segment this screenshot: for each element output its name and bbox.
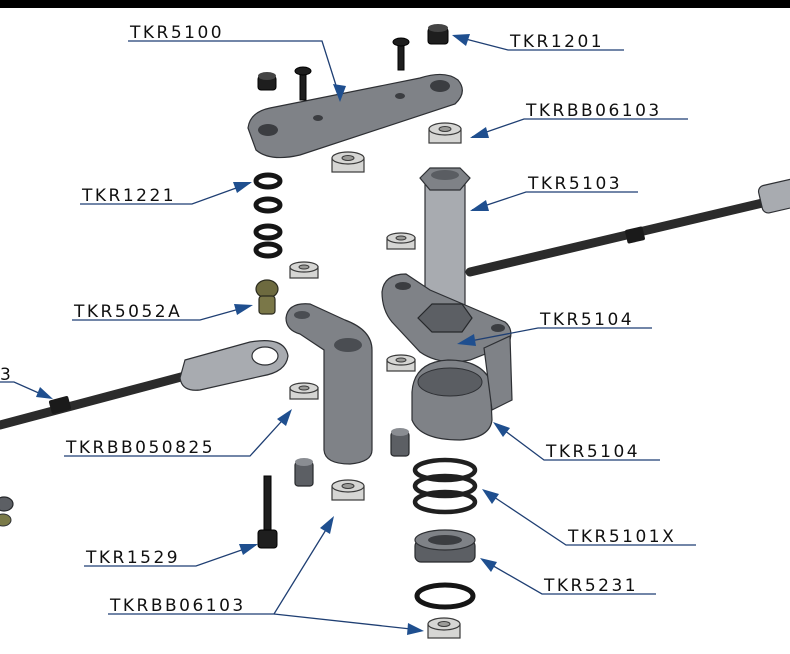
tkr5052a-ball-stud <box>255 279 279 315</box>
left-turnbuckle-rod <box>0 340 289 430</box>
label-left-edge: 3 <box>0 365 13 385</box>
tkr5231-adjuster-nut <box>414 529 476 610</box>
tkr1221-shims <box>253 172 283 259</box>
tkr1529-screw <box>257 475 278 549</box>
label-tkr5100: TKR5100 <box>129 23 224 43</box>
right-turnbuckle-rod <box>465 178 790 277</box>
leader-lines <box>0 34 696 635</box>
label-tkr5104-lower: TKR5104 <box>545 442 640 462</box>
parts-illustration <box>0 24 790 639</box>
top-border-bar <box>0 0 790 8</box>
label-tkr5231: TKR5231 <box>543 576 638 596</box>
part-labels: TKR5100 TKR1201 TKRBB06103 TKR1221 TKR51… <box>0 23 676 616</box>
small-hex-nuts <box>294 428 410 487</box>
label-tkr1529: TKR1529 <box>85 548 180 568</box>
left-edge-ball-stud <box>0 496 14 527</box>
label-tkr1201: TKR1201 <box>509 32 604 52</box>
tkr5101x-spring <box>412 457 478 515</box>
label-tkr5104-upper: TKR5104 <box>539 310 634 330</box>
tkr5100-top-plate <box>247 73 463 159</box>
label-tkrbb06103-bottom: TKRBB06103 <box>109 596 246 616</box>
label-tkr5052a: TKR5052A <box>73 302 182 322</box>
label-tkr5101x: TKR5101X <box>567 527 676 547</box>
top-plate-screws <box>257 37 410 101</box>
tkr1201-nut <box>427 24 449 45</box>
tkr5103-post <box>419 167 471 311</box>
label-tkr5103: TKR5103 <box>527 174 622 194</box>
label-tkrbb050825: TKRBB050825 <box>65 438 215 458</box>
label-tkr1221: TKR1221 <box>81 186 176 206</box>
left-bellcrank <box>285 303 373 465</box>
bearings <box>289 122 462 639</box>
label-tkrbb06103-top: TKRBB06103 <box>525 101 662 121</box>
tkr5104-lower-bellcrank <box>411 335 513 441</box>
